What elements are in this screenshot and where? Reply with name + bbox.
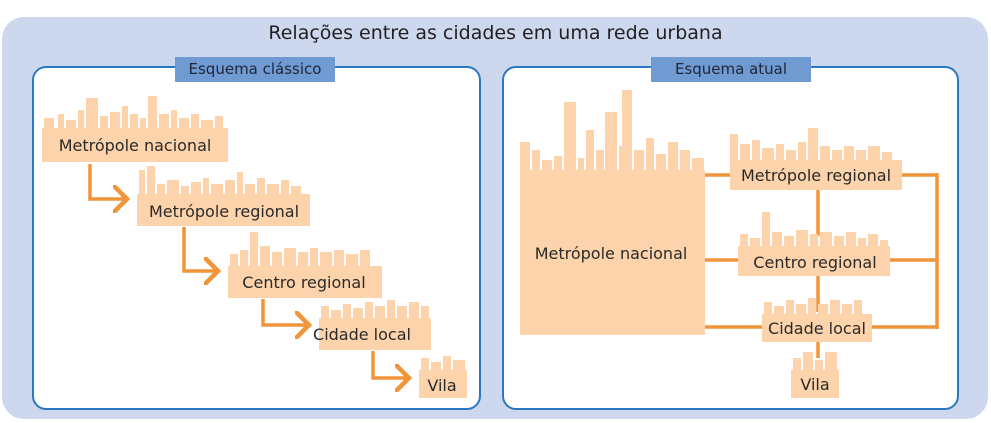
classic-scheme-tab: Esquema clássico [175,57,335,82]
classic-arrow-4 [371,351,409,378]
diagram-title: Relações entre as cidades em uma rede ur… [268,22,723,44]
current-vila-node [791,352,839,398]
classic-centro-regional-node [228,232,382,298]
current-metropole-regional-node [730,128,902,190]
current-centro-regional-label: Centro regional [753,253,876,272]
classic-vila-node [419,356,467,398]
classic-arrow-1 [88,164,127,199]
current-cidade-local-node [762,298,872,342]
current-metropole-nacional-node [520,90,705,335]
current-metropole-nacional-label: Metrópole nacional [535,244,688,263]
classic-cidade-local-node [319,300,431,350]
current-centro-regional-node [738,212,890,276]
classic-centro-regional-label: Centro regional [242,273,365,292]
current-cidade-local-label: Cidade local [768,319,866,338]
classic-metropole-nacional-node [42,96,228,162]
classic-cidade-local-label: Cidade local [313,325,411,344]
classic-metropole-nacional-label: Metrópole nacional [59,136,212,155]
classic-vila-label: Vila [427,376,456,395]
current-vila-label: Vila [800,375,829,394]
classic-metropole-regional-label: Metrópole regional [149,202,299,221]
classic-arrow-2 [182,227,218,271]
current-scheme-tab: Esquema atual [651,57,811,82]
classic-metropole-regional-node [137,166,310,226]
current-metropole-regional-label: Metrópole regional [741,166,891,185]
classic-arrow-3 [261,299,309,325]
